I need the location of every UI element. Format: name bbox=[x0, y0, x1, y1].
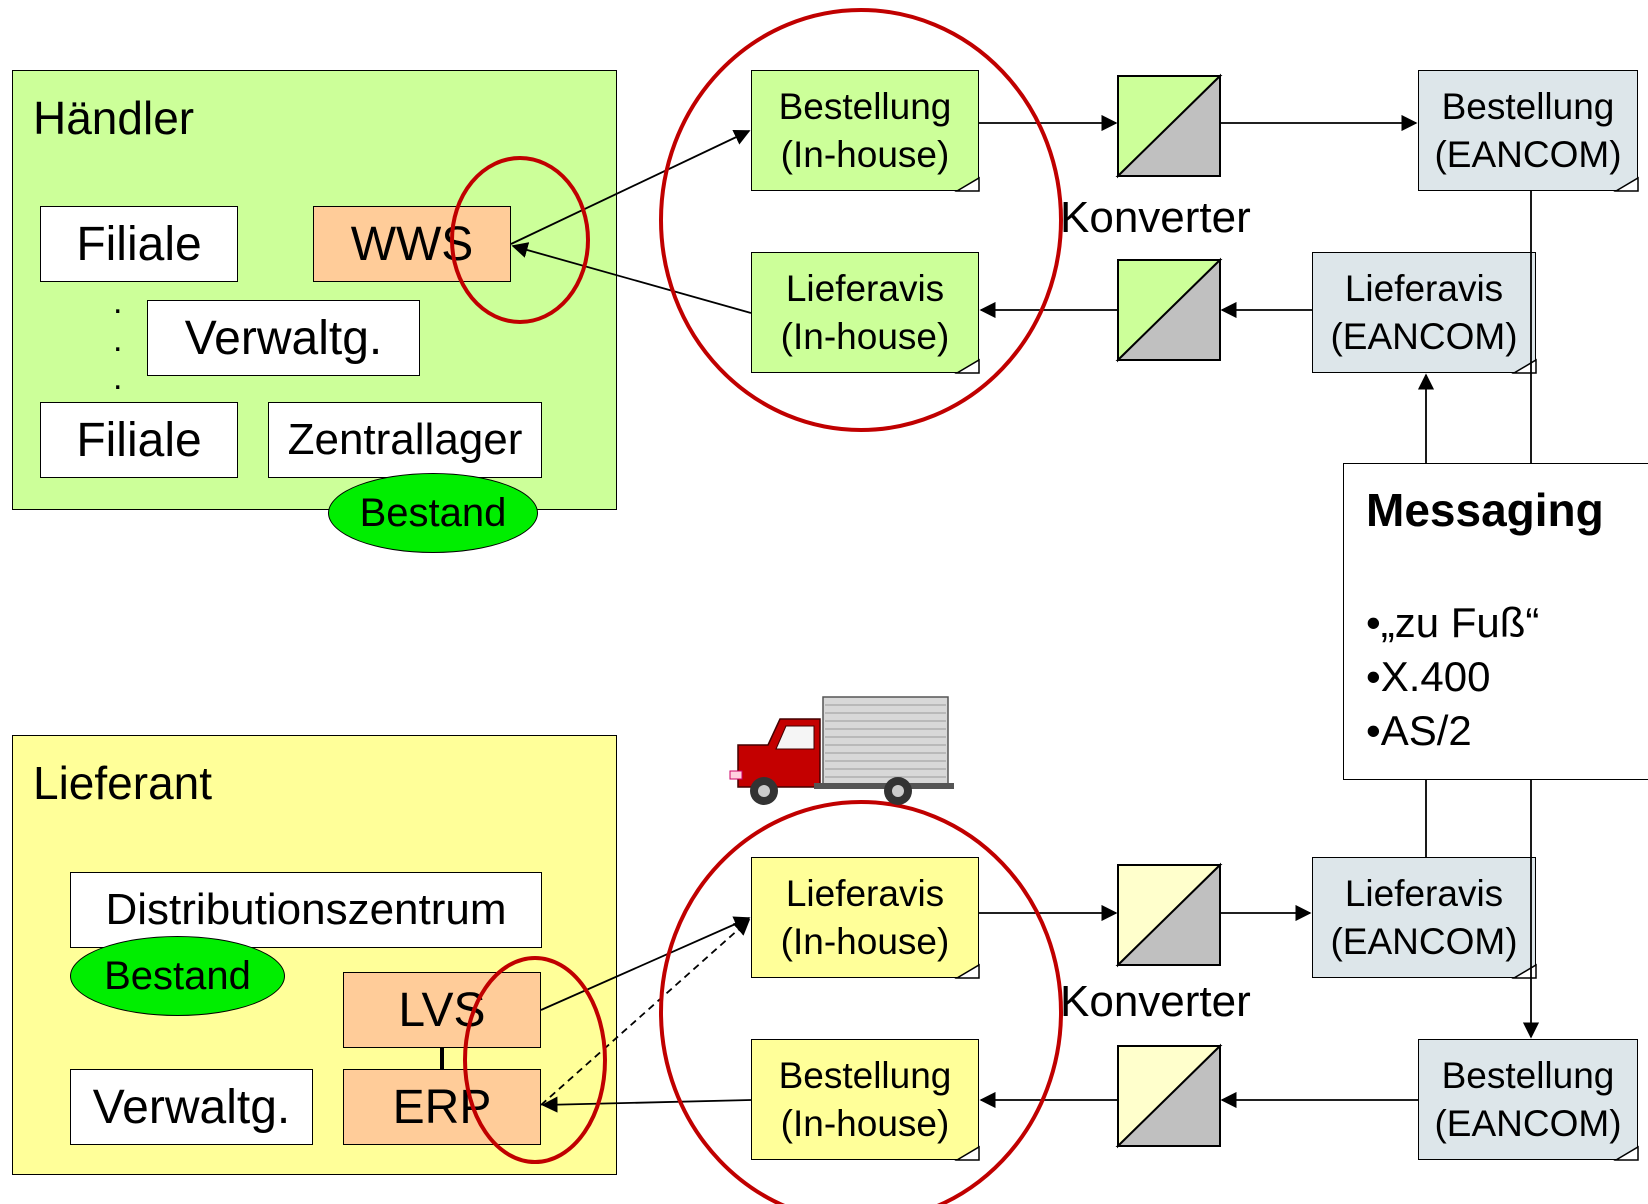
messaging-list: •„zu Fuß“ •X.400 •AS/2 bbox=[1366, 596, 1648, 758]
doc-line-1: Bestellung bbox=[1441, 85, 1615, 127]
verwaltung-label-haendler: Verwaltg. bbox=[184, 311, 383, 365]
converter-label-bottom: Konverter bbox=[1060, 977, 1251, 1026]
distributionszentrum-box[interactable]: Distributionszentrum bbox=[70, 872, 542, 948]
lvs-box[interactable]: LVS bbox=[343, 972, 541, 1048]
doc-line-2: (EANCOM) bbox=[1330, 315, 1518, 357]
doc-line-2: (In-house) bbox=[780, 920, 950, 962]
branch-ellipsis: ... bbox=[113, 283, 123, 397]
converter-top-2 bbox=[1115, 257, 1223, 363]
messaging-title: Messaging bbox=[1366, 484, 1604, 536]
doc-line-2: (In-house) bbox=[780, 315, 950, 357]
doc-line-2: (EANCOM) bbox=[1330, 920, 1518, 962]
doc-lieferavis-eancom-bottom[interactable]: Lieferavis (EANCOM) bbox=[1312, 857, 1536, 978]
converter-bottom-2 bbox=[1115, 1043, 1223, 1149]
messaging-box[interactable]: Messaging •„zu Fuß“ •X.400 •AS/2 bbox=[1343, 463, 1648, 780]
doc-bestellung-eancom-top[interactable]: Bestellung (EANCOM) bbox=[1418, 70, 1638, 191]
bestand-ellipse-haendler: Bestand bbox=[328, 473, 538, 553]
messaging-item: •X.400 bbox=[1366, 653, 1491, 700]
messaging-item: •AS/2 bbox=[1366, 707, 1472, 754]
doc-line-1: Lieferavis bbox=[1344, 267, 1504, 309]
erp-box[interactable]: ERP bbox=[343, 1069, 541, 1145]
distributionszentrum-label: Distributionszentrum bbox=[105, 885, 507, 934]
doc-bestellung-inhouse-top[interactable]: Bestellung (In-house) bbox=[751, 70, 979, 191]
bestand-ellipse-lieferant: Bestand bbox=[70, 936, 285, 1016]
doc-line-1: Lieferavis bbox=[1344, 872, 1504, 914]
doc-line-1: Bestellung bbox=[778, 85, 952, 127]
doc-line-1: Lieferavis bbox=[785, 267, 945, 309]
doc-line-1: Bestellung bbox=[778, 1054, 952, 1096]
haendler-title: Händler bbox=[33, 92, 195, 144]
lvs-label: LVS bbox=[398, 983, 486, 1037]
converter-top-1 bbox=[1115, 73, 1223, 179]
filiale-box-1[interactable]: Filiale bbox=[40, 206, 238, 282]
zentrallager-label: Zentrallager bbox=[287, 415, 523, 464]
filiale-label-2: Filiale bbox=[76, 413, 202, 467]
erp-label: ERP bbox=[392, 1080, 492, 1134]
converter-label-top: Konverter bbox=[1060, 193, 1251, 242]
doc-line-1: Bestellung bbox=[1441, 1054, 1615, 1096]
doc-bestellung-eancom-bottom[interactable]: Bestellung (EANCOM) bbox=[1418, 1039, 1638, 1160]
doc-line-2: (EANCOM) bbox=[1434, 1102, 1622, 1144]
bestand-label-haendler: Bestand bbox=[359, 490, 507, 535]
verwaltung-box-lieferant[interactable]: Verwaltg. bbox=[70, 1069, 313, 1145]
doc-lieferavis-inhouse-bottom[interactable]: Lieferavis (In-house) bbox=[751, 857, 979, 978]
verwaltung-box-haendler[interactable]: Verwaltg. bbox=[147, 300, 420, 376]
bestand-label-lieferant: Bestand bbox=[104, 953, 251, 998]
doc-line-2: (In-house) bbox=[780, 1102, 950, 1144]
doc-lieferavis-inhouse-top[interactable]: Lieferavis (In-house) bbox=[751, 252, 979, 373]
zentrallager-box[interactable]: Zentrallager bbox=[268, 402, 542, 478]
lieferant-title: Lieferant bbox=[33, 757, 213, 809]
filiale-box-2[interactable]: Filiale bbox=[40, 402, 238, 478]
converter-bottom-1 bbox=[1115, 862, 1223, 968]
doc-line-1: Lieferavis bbox=[785, 872, 945, 914]
wws-label: WWS bbox=[350, 217, 474, 271]
wws-box[interactable]: WWS bbox=[313, 206, 511, 282]
doc-lieferavis-eancom-top[interactable]: Lieferavis (EANCOM) bbox=[1312, 252, 1536, 373]
doc-line-2: (In-house) bbox=[780, 133, 950, 175]
delivery-truck-icon bbox=[729, 696, 954, 805]
verwaltung-label-lieferant: Verwaltg. bbox=[92, 1080, 291, 1134]
filiale-label-1: Filiale bbox=[76, 217, 202, 271]
messaging-item: •„zu Fuß“ bbox=[1366, 599, 1540, 646]
doc-line-2: (EANCOM) bbox=[1434, 133, 1622, 175]
doc-bestellung-inhouse-bottom[interactable]: Bestellung (In-house) bbox=[751, 1039, 979, 1160]
